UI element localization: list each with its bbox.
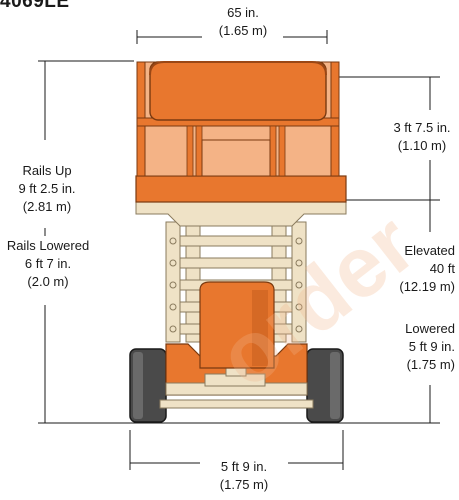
pin-left-2 (169, 259, 177, 267)
rail-height-imperial: 3 ft 7.5 in. (393, 120, 451, 135)
elevated-title: Elevated (404, 243, 455, 258)
pin-left-4 (169, 303, 177, 311)
guard-rails (136, 61, 340, 177)
platform-width-label: 65 in. (1.65 m) (205, 4, 281, 40)
deck-underside (135, 200, 347, 227)
overall-width-metric: (1.75 m) (219, 477, 269, 492)
pin-right-5 (295, 325, 303, 333)
base-skid (159, 399, 314, 409)
platform-width-imperial: 65 in. (227, 5, 259, 20)
deck-box (135, 175, 347, 203)
control-box (149, 61, 327, 121)
elevated-label: Elevated 40 ft (12.19 m) (385, 242, 455, 296)
rails-lowered-imperial: 6 ft 7 in. (24, 256, 72, 271)
elevated-metric: (12.19 m) (399, 279, 455, 294)
rails-up-label: Rails Up 9 ft 2.5 in. (2.81 m) (10, 162, 84, 216)
rails-up-imperial: 9 ft 2.5 in. (18, 181, 76, 196)
elevated-imperial: 40 ft (429, 261, 455, 276)
rail-height-metric: (1.10 m) (397, 138, 447, 153)
left-tire-shade (133, 352, 143, 419)
pin-right-3 (295, 281, 303, 289)
pin-right-1 (295, 237, 303, 245)
rails-lowered-metric: (2.0 m) (27, 274, 69, 289)
rails-up-title: Rails Up (22, 163, 72, 178)
rails-up-metric: (2.81 m) (22, 199, 72, 214)
rails-lowered-title: Rails Lowered (6, 238, 90, 253)
lift-cylinder-shade (252, 290, 268, 366)
rail-post-inner-left-b (195, 125, 203, 177)
rail-inner-frame (201, 139, 271, 177)
overall-width-label: 5 ft 9 in. (1.75 m) (200, 458, 288, 494)
lowered-imperial: 5 ft 9 in. (408, 339, 455, 354)
overall-width-imperial: 5 ft 9 in. (220, 459, 268, 474)
scissor-bar-2 (179, 257, 293, 269)
rail-post-inner-left-a (186, 125, 194, 177)
pin-right-2 (295, 259, 303, 267)
platform-width-metric: (1.65 m) (218, 23, 268, 38)
lowered-metric: (1.75 m) (406, 357, 455, 372)
rail-post-inner-right-b (278, 125, 286, 177)
scissor-bar-1 (179, 235, 293, 247)
pin-left-1 (169, 237, 177, 245)
dimension-lines (38, 30, 440, 470)
control-box-handle (149, 61, 327, 76)
rail-height-label: 3 ft 7.5 in. (1.10 m) (382, 119, 459, 155)
lowered-label: Lowered 5 ft 9 in. (1.75 m) (385, 320, 455, 374)
rails-lowered-label: Rails Lowered 6 ft 7 in. (2.0 m) (3, 237, 93, 291)
pin-left-3 (169, 281, 177, 289)
model-title: 4069LE (0, 0, 70, 12)
lowered-title: Lowered (405, 321, 455, 336)
platform-deck (135, 175, 347, 227)
rail-post-inner-right-a (269, 125, 277, 177)
right-tire-shade (330, 352, 340, 419)
pin-right-4 (295, 303, 303, 311)
pin-left-5 (169, 325, 177, 333)
